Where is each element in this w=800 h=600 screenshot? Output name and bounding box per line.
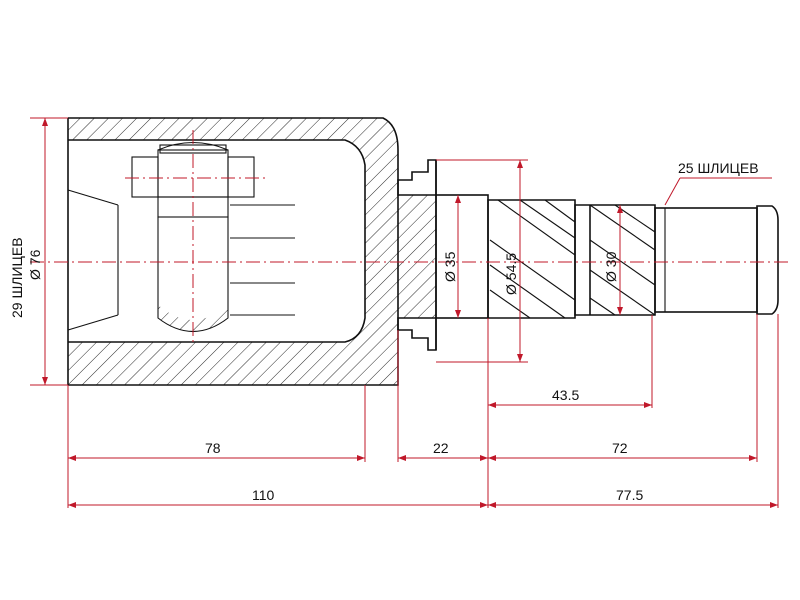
label-dia-35: Ø 35 xyxy=(442,251,458,282)
roller-upper-left xyxy=(131,156,159,198)
dim-22: 22 xyxy=(433,440,449,456)
roller-upper-right xyxy=(227,156,255,198)
dimension-lines xyxy=(30,117,779,508)
collar-hatch xyxy=(398,195,436,318)
housing xyxy=(67,117,399,386)
dim-77-5: 77.5 xyxy=(616,487,643,503)
spline-zone-545 xyxy=(487,199,576,319)
housing-inner-outline xyxy=(68,139,366,343)
collar-bottom xyxy=(397,317,437,351)
dim-43-5: 43.5 xyxy=(552,387,579,403)
roller-lower-hatch xyxy=(158,305,228,332)
collar-top xyxy=(397,159,437,196)
roller-upper-ring xyxy=(159,144,227,154)
label-left-splines: 29 ШЛИЦЕВ xyxy=(9,237,25,318)
label-left-diameter: Ø 76 xyxy=(27,249,43,280)
label-right-splines: 25 ШЛИЦЕВ xyxy=(678,160,759,176)
label-dia-54-5: Ø 54.5 xyxy=(503,253,519,295)
end-cap xyxy=(756,205,779,315)
cone-line-top xyxy=(67,189,119,206)
spline-hatch-2 xyxy=(589,204,656,316)
label-dia-30: Ø 30 xyxy=(603,251,619,282)
cone-line-bottom xyxy=(67,314,119,331)
housing-shell-bottom xyxy=(68,320,365,385)
shaft xyxy=(397,159,779,351)
dim-72: 72 xyxy=(612,440,628,456)
end-spline-shaft xyxy=(654,207,758,313)
housing-outline xyxy=(68,117,399,386)
dim-78: 78 xyxy=(205,440,221,456)
spline-hatch-1 xyxy=(489,199,576,319)
dim-110: 110 xyxy=(252,487,275,503)
